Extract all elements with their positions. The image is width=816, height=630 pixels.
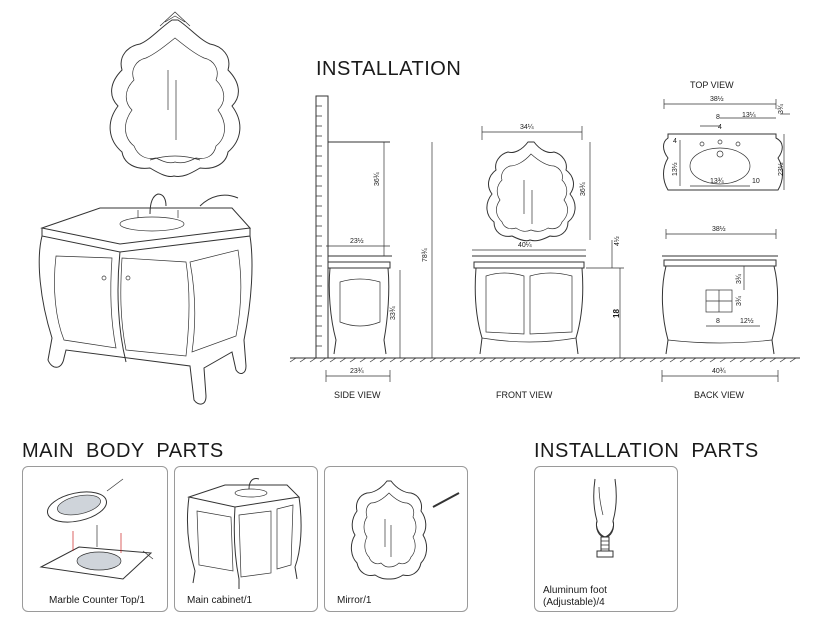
part-card-main-cabinet: Main cabinet/1 xyxy=(174,466,318,612)
dim-top-right: 13¼ xyxy=(742,112,756,119)
side-view-label: SIDE VIEW xyxy=(334,390,381,400)
installation-parts-heading: INSTALLATION PARTS xyxy=(534,440,759,462)
dim-side-depth: 23½ xyxy=(350,238,364,245)
mirror-part-drawing xyxy=(350,480,460,580)
install-caption-line1: Aluminum foot xyxy=(543,585,607,596)
main-body-parts-heading: MAIN BODY PARTS xyxy=(22,440,224,462)
aluminum-foot-drawing xyxy=(593,478,617,558)
dim-top-basin-13: 13¾ xyxy=(710,178,724,185)
dim-top-width: 38½ xyxy=(710,96,724,103)
dim-back-12: 12½ xyxy=(740,318,754,325)
counter-top-drawing xyxy=(39,478,154,580)
dim-back-top: 38½ xyxy=(712,226,726,233)
part-caption: Mirror/1 xyxy=(337,595,372,606)
dim-back-base: 40¾ xyxy=(712,368,726,375)
dim-top-left-4: 4 xyxy=(673,138,677,145)
part-caption: Marble Counter Top/1 xyxy=(49,595,145,606)
back-view-label: BACK VIEW xyxy=(694,390,745,400)
installation-heading: INSTALLATION xyxy=(316,58,462,80)
dim-side-base: 23¾ xyxy=(350,368,364,375)
part-card-mirror: Mirror/1 xyxy=(324,466,468,612)
dim-back-3b: 3¾ xyxy=(736,296,743,306)
install-caption-line2: (Adjustable)/4 xyxy=(543,597,605,608)
dim-back-3a: 3¾ xyxy=(736,274,743,284)
front-view-label: FRONT VIEW xyxy=(496,390,553,400)
dim-top-basin-10: 10 xyxy=(752,178,760,185)
dim-top-inner-4: 4 xyxy=(718,124,722,131)
install-card-foot: Aluminum foot (Adjustable)/4 xyxy=(534,466,678,612)
dim-mirror-width: 34¼ xyxy=(520,124,534,131)
part-caption: Main cabinet/1 xyxy=(187,595,253,606)
part-card-counter-top: Marble Counter Top/1 xyxy=(22,466,168,612)
dim-back-8: 8 xyxy=(716,318,720,325)
top-view-label: TOP VIEW xyxy=(690,80,734,90)
main-cabinet-drawing xyxy=(186,478,302,589)
dim-front-width: 40¼ xyxy=(518,242,532,249)
dim-top-inner-8: 8 xyxy=(716,114,720,121)
